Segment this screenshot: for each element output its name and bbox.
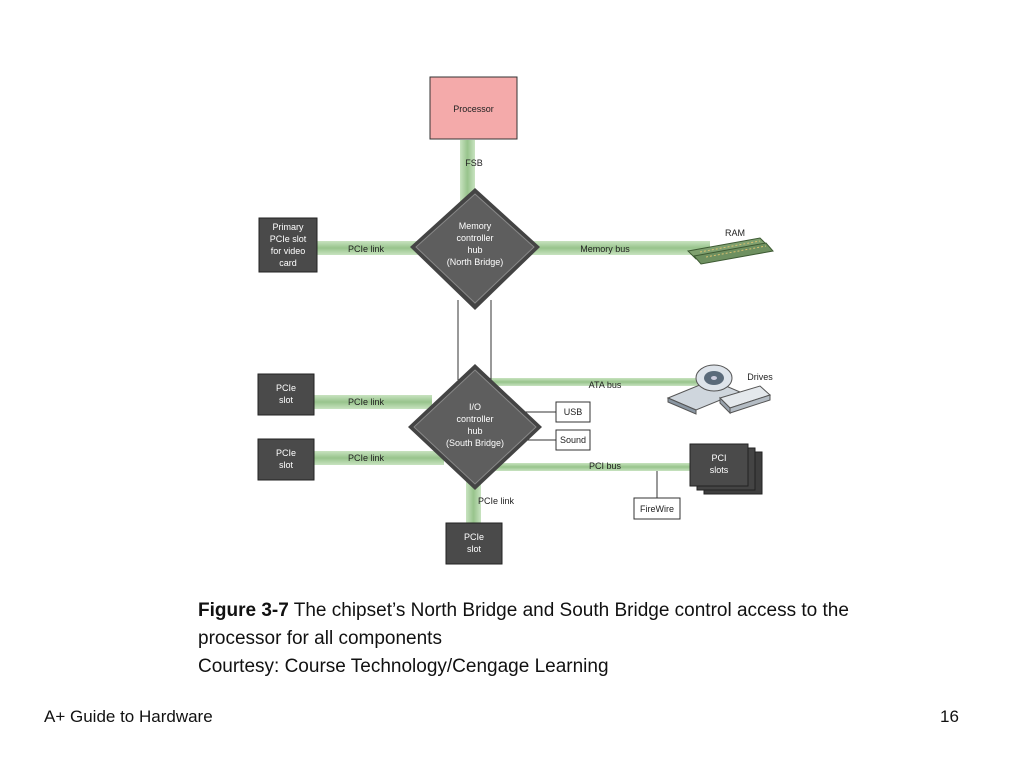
pcie-link-label-bottom: PCIe link [478,496,515,506]
pcie-slot-1-line-2: slot [279,395,294,405]
pcie-slot-bottom-line-2: slot [467,544,482,554]
ata-bus-label: ATA bus [589,380,622,390]
pcie-link-bus-2 [314,451,444,465]
primary-slot-line-4: card [279,258,297,268]
ram-icon [686,237,774,265]
pcie-link-bus-1 [314,395,432,409]
footer-title: A+ Guide to Hardware [44,707,213,726]
pci-slots-line-2: slots [710,465,729,475]
bottom-pcie-link-bus [466,480,481,524]
usb-label: USB [564,407,583,417]
sound-label: Sound [560,435,586,445]
pcie-slot-2-line-1: PCIe [276,448,296,458]
chipset-diagram: Processor FSB Memory controller hub (Nor… [257,76,774,565]
south-bridge-chip: I/O controller hub (South Bridge) [408,364,542,490]
fsb-label: FSB [465,158,483,168]
ata-bus [490,378,700,386]
primary-slot-line-3: for video [271,246,306,256]
drives-icon [666,364,771,415]
pcie-link-label-top: PCIe link [348,244,385,254]
pcie-slot-1-line-1: PCIe [276,383,296,393]
pcie-slot-2-line-2: slot [279,460,294,470]
pci-bus [495,463,690,471]
south-bridge-line-4: (South Bridge) [446,438,504,448]
memory-bus-label: Memory bus [580,244,630,254]
processor-box [429,76,518,140]
processor-label: Processor [453,104,494,114]
pci-bus-label: PCI bus [589,461,622,471]
north-bridge-chip: Memory controller hub (North Bridge) [410,188,540,310]
usb-box: USB [555,401,591,423]
primary-pcie-slot: Primary PCIe slot for video card [258,217,318,273]
primary-pcie-link-bus [317,241,427,255]
figure-caption: Figure 3-7 The chipset’s North Bridge an… [198,597,878,681]
memory-bus [520,241,710,255]
north-bridge-line-1: Memory [459,221,492,231]
south-bridge-line-1: I/O [469,402,481,412]
firewire-label: FireWire [640,504,674,514]
sound-box: Sound [555,429,591,451]
figure-label: Figure 3-7 [198,600,289,621]
drives-label: Drives [747,372,773,382]
pcie-link-label-1: PCIe link [348,397,385,407]
pcie-slot-1: PCIe slot [257,373,315,416]
pci-slots-line-1: PCI [711,453,726,463]
ram-label: RAM [725,228,745,238]
firewire-box: FireWire [633,497,681,520]
north-bridge-line-3: hub [467,245,482,255]
pcie-slot-bottom-line-1: PCIe [464,532,484,542]
pcie-link-label-2: PCIe link [348,453,385,463]
pcie-slot-2: PCIe slot [257,438,315,481]
primary-slot-line-2: PCIe slot [270,234,307,244]
north-bridge-line-2: controller [456,233,493,243]
primary-slot-line-1: Primary [273,222,304,232]
page-number: 16 [940,707,959,726]
north-bridge-line-4: (North Bridge) [447,257,504,267]
south-bridge-line-2: controller [456,414,493,424]
south-bridge-line-3: hub [467,426,482,436]
figure-text: The chipset’s North Bridge and South Bri… [198,600,849,649]
pcie-slot-bottom: PCIe slot [445,522,503,565]
figure-courtesy: Courtesy: Course Technology/Cengage Lear… [198,656,609,677]
pci-slots-stack: PCI slots [689,443,763,495]
